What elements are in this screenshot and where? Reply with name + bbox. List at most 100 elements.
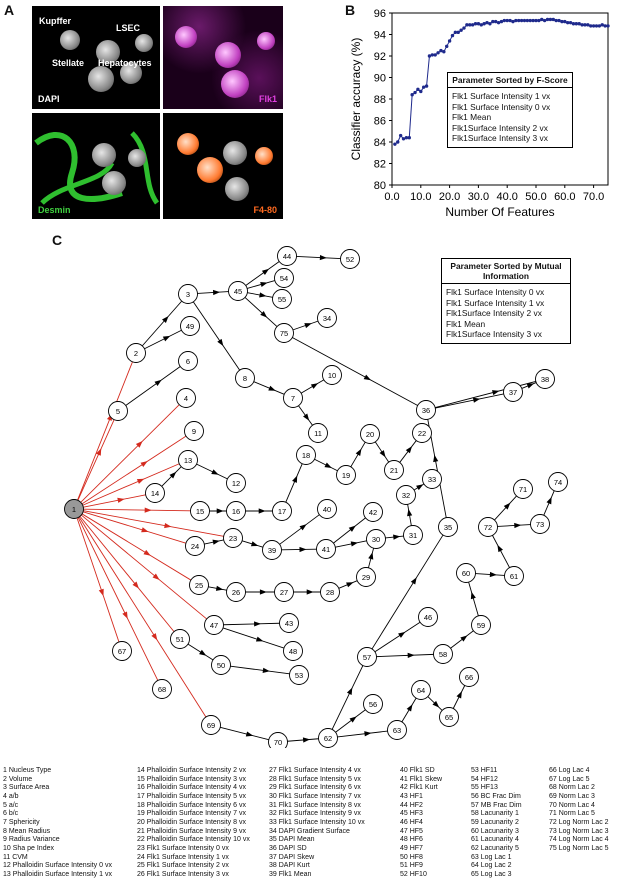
edge-arrowhead (144, 507, 152, 513)
node-circle (226, 473, 246, 493)
black-edge (292, 337, 418, 406)
edge-arrowhead (169, 471, 177, 479)
black-edge (192, 301, 241, 371)
node-label: 66 (465, 673, 473, 682)
parameter-key-entry: 48 HF6 (400, 836, 423, 844)
x-tick-label: 60.0 (554, 191, 575, 203)
red-edge (78, 516, 207, 718)
parameter-key-entry: 68 Norm Lac 2 (549, 784, 595, 792)
data-point (534, 18, 538, 23)
parameter-key-entry: 72 Log Norm Lac 2 (549, 818, 609, 826)
node-label: 42 (369, 508, 377, 517)
node-circle (145, 483, 165, 503)
data-point (554, 18, 558, 23)
node-circle (308, 423, 328, 443)
parameter-key-entry: 46 HF4 (400, 818, 423, 826)
y-tick-label: 88 (374, 94, 386, 106)
node-label: 51 (176, 635, 184, 644)
x-tick-label: 30.0 (468, 191, 489, 203)
edge-arrowhead (255, 636, 264, 642)
node-circle (535, 369, 555, 389)
node-circle (170, 629, 190, 649)
parameter-key-entry: 54 HF12 (471, 775, 498, 783)
edge-arrowhead (433, 454, 439, 463)
edge-arrowhead (162, 316, 169, 323)
data-point (416, 87, 420, 92)
data-point (476, 22, 481, 26)
edge-arrowhead (152, 573, 160, 580)
parameter-key-entry: 11 CVM (3, 853, 28, 861)
node-circle (178, 450, 198, 470)
data-point (499, 19, 504, 24)
node-label: 11 (314, 429, 322, 438)
edge-arrowhead (141, 527, 149, 533)
edge-arrowhead (497, 544, 503, 553)
tile-label-flk1: Flk1 (258, 94, 277, 104)
node-label: 63 (393, 726, 401, 735)
y-tick-label: 90 (374, 73, 386, 85)
node-circle (152, 679, 172, 699)
parameter-key-entry: 29 Flk1 Surface Intensity 6 vx (269, 784, 361, 792)
node-circle (504, 566, 524, 586)
node-circle (317, 308, 337, 328)
node-label: 5 (116, 407, 120, 416)
edge-arrowhead (259, 292, 267, 298)
data-point (421, 85, 426, 89)
node-label: 39 (268, 546, 276, 555)
parameter-key-entry: 16 Phalloidin Surface Intensity 4 vx (137, 784, 246, 792)
node-label: 48 (289, 647, 297, 656)
node-label: 62 (324, 734, 332, 743)
y-tick-label: 84 (374, 137, 386, 149)
data-point (574, 22, 579, 26)
node-label: 1 (72, 505, 76, 514)
parameter-key-entry: 4 a/b (3, 792, 19, 800)
node-circle (336, 465, 356, 485)
y-tick-label: 82 (374, 159, 386, 171)
data-point (404, 136, 409, 140)
node-label: 49 (186, 322, 194, 331)
edge-arrowhead (346, 687, 353, 695)
node-circle (422, 469, 442, 489)
node-circle (235, 368, 255, 388)
parameter-key-entry: 9 Radius Variance (3, 836, 60, 844)
black-edge (197, 291, 229, 294)
black-edge (279, 514, 320, 545)
node-circle (211, 655, 231, 675)
edge-arrowhead (460, 635, 468, 642)
data-point (459, 28, 463, 32)
parameter-key-entry: 62 Lacunarity 5 (471, 844, 519, 852)
edge-arrowhead (319, 254, 327, 261)
parameter-key-entry: 69 Norm Lac 3 (549, 792, 595, 800)
black-edge (374, 621, 421, 653)
node-circle (274, 268, 294, 288)
edge-arrowhead (117, 497, 125, 503)
edge-arrowhead (432, 700, 440, 708)
node-circle (418, 607, 438, 627)
parameter-key-entry: 63 Log Lac 1 (471, 853, 512, 861)
parameter-key-entry: 43 HF1 (400, 792, 423, 800)
edge-arrowhead (164, 522, 172, 529)
node-label: 64 (417, 686, 425, 695)
mi-legend: Parameter Sorted by Mutual Information F… (441, 258, 571, 344)
data-point (436, 51, 440, 55)
edge-arrowhead (546, 496, 552, 505)
data-point (453, 30, 458, 35)
parameter-key-entry: 60 Lacunarity 3 (471, 827, 519, 835)
parameter-key-entry: 26 Flk1 Surface Intensity 3 vx (137, 870, 229, 878)
node-label: 30 (372, 535, 380, 544)
node-circle (384, 460, 404, 480)
node-label: 50 (217, 661, 225, 670)
x-tick-label: 0.0 (384, 191, 399, 203)
data-point (445, 44, 449, 49)
node-circle (176, 388, 196, 408)
red-edge (76, 517, 120, 643)
parameter-key-entry: 19 Phalloidin Surface Intensity 7 vx (137, 810, 246, 818)
micro-tile-f480: F4-80 (163, 113, 283, 219)
edge-arrowhead (261, 268, 270, 275)
data-point (548, 17, 553, 22)
node-circle (412, 423, 432, 443)
node-label: 44 (283, 252, 291, 261)
parameter-key-entry: 44 HF2 (400, 801, 423, 809)
fscore-legend-item: Flk1Surface Intensity 3 vx (452, 133, 548, 143)
